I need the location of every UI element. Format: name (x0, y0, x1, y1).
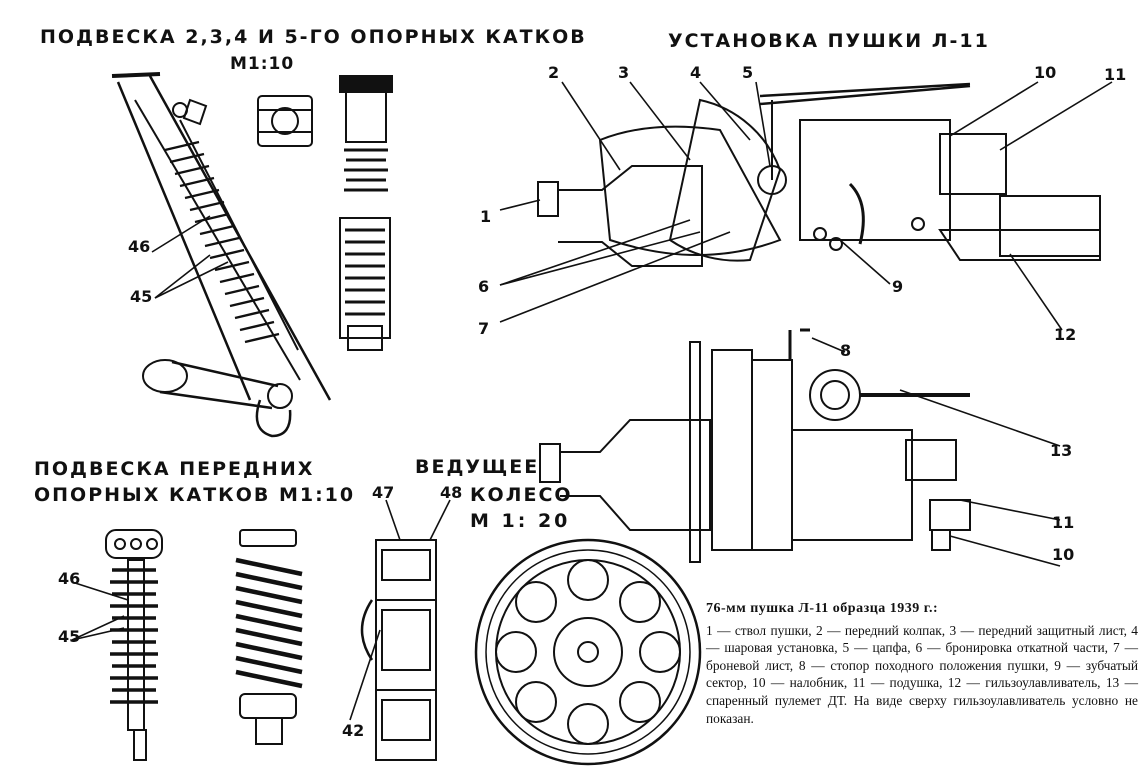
drive-wheel-scale: М 1: 20 (470, 510, 571, 532)
callout-1: 1 (480, 207, 491, 226)
drive-wheel-title-line2: КОЛЕСО (470, 484, 573, 506)
gun-side-view-drawing (537, 82, 1101, 267)
bushing-detail-drawing (257, 95, 313, 147)
callout-6: 6 (478, 277, 489, 296)
leader-lines (71, 81, 1113, 721)
gun-top-view-drawing (539, 328, 971, 563)
rear-suspension-title: ПОДВЕСКА 2,3,4 И 5-ГО ОПОРНЫХ КАТКОВ (40, 26, 587, 48)
callout-3: 3 (618, 63, 629, 82)
callout-42: 42 (342, 721, 364, 740)
rear-suspension-scale: М1:10 (230, 54, 295, 74)
front-suspension-title-line1: ПОДВЕСКА ПЕРЕДНИХ (34, 458, 315, 480)
callout-7: 7 (478, 319, 489, 338)
coil-spring-drawing (235, 529, 303, 745)
callout-10-bottom: 10 (1052, 545, 1074, 564)
callout-11-top: 11 (1104, 65, 1126, 84)
drive-wheel-front-drawing (474, 538, 702, 766)
caption-body: 1 — ствол пушки, 2 — передний колпак, 3 … (706, 622, 1138, 726)
callout-45-bottom: 45 (58, 627, 80, 646)
callout-45-top: 45 (130, 287, 152, 306)
callout-10-top: 10 (1034, 63, 1056, 82)
drive-wheel-title-line1: ВЕДУЩЕЕ (415, 456, 540, 478)
gun-mount-title: УСТАНОВКА ПУШКИ Л-11 (668, 30, 990, 52)
caption-title: 76-мм пушка Л-11 образца 1939 г.: (706, 601, 939, 616)
callout-12: 12 (1054, 325, 1076, 344)
callout-47: 47 (372, 483, 394, 502)
callout-2: 2 (548, 63, 559, 82)
callout-11-bottom: 11 (1052, 513, 1074, 532)
suspension-unit-drawing (339, 75, 393, 351)
callout-4: 4 (690, 63, 701, 82)
callout-9: 9 (892, 277, 903, 296)
rear-suspension-drawing (111, 72, 332, 438)
callout-48: 48 (440, 483, 462, 502)
callout-5: 5 (742, 63, 753, 82)
callout-13: 13 (1050, 441, 1072, 460)
drive-wheel-section-drawing (360, 539, 437, 761)
callout-46-top: 46 (128, 237, 150, 256)
front-suspension-drawing (105, 529, 163, 761)
callout-8: 8 (840, 341, 851, 360)
figure-caption: 76-мм пушка Л-11 образца 1939 г.: 1 — ст… (706, 600, 1138, 727)
front-suspension-title-line2: ОПОРНЫХ КАТКОВ М1:10 (34, 484, 356, 506)
callout-46-bottom: 46 (58, 569, 80, 588)
